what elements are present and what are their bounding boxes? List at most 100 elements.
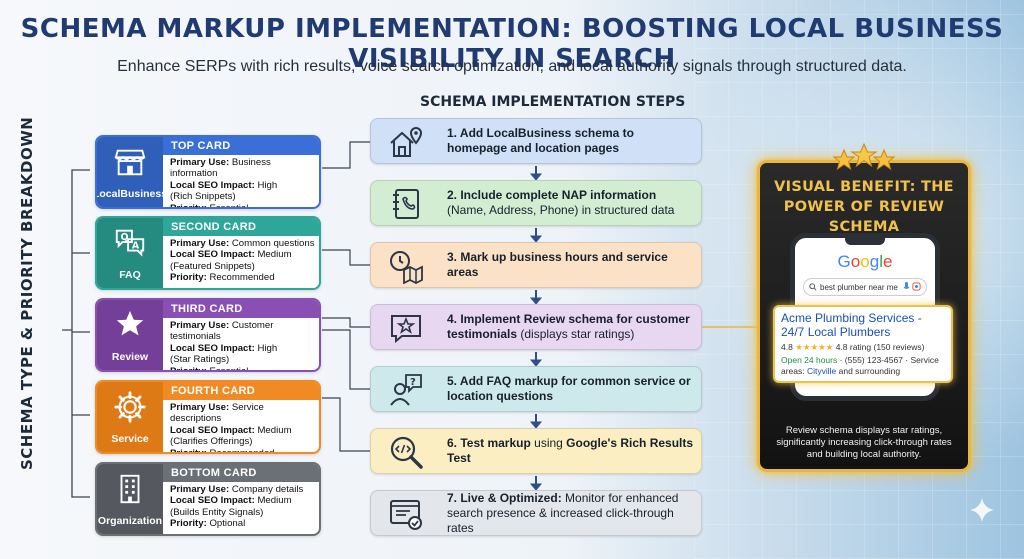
step-description: 6. Test markup using Google's Rich Resul…: [447, 429, 695, 473]
priority-value: Recommended: [209, 272, 275, 284]
primary-use-value: Common questions: [231, 238, 315, 249]
rating-value: 4.8: [781, 342, 793, 352]
impact-value: Medium: [257, 424, 292, 436]
page-title: SCHEMA MARKUP IMPLEMENTATION: BOOSTING L…: [20, 14, 1004, 74]
step-bold-text: 7. Live & Optimized:: [447, 490, 562, 505]
card-header: THIRD CARD: [163, 300, 319, 318]
person-question-icon: ?: [376, 371, 436, 409]
implementation-step-3: 3. Mark up business hours and service ar…: [370, 242, 702, 288]
step-text: Monitor for enhanced search presence & i…: [447, 490, 682, 535]
card-header: TOP CARD: [163, 137, 319, 155]
card-priority: Priority: Recommended: [170, 272, 315, 283]
step-description: 7. Live & Optimized: Monitor for enhance…: [447, 491, 695, 535]
priority-label: Priority:: [170, 447, 207, 454]
phone-notch: [845, 238, 885, 245]
search-icon: [809, 283, 817, 291]
impact-label: Local SEO Impact:: [170, 249, 255, 261]
priority-label: Priority:: [170, 202, 207, 209]
benefit-title: VISUAL BENEFIT: THE POWER OF REVIEW SCHE…: [760, 177, 968, 237]
card-primary-use: Primary Use: Company details: [170, 484, 315, 495]
search-query: best plumber near me: [820, 283, 898, 292]
step-text: (displays star ratings): [517, 327, 635, 341]
primary-use-label: Primary Use:: [170, 157, 230, 168]
google-logo: Google: [837, 252, 893, 271]
priority-label: Priority:: [170, 272, 207, 284]
svg-text:?: ?: [410, 377, 416, 388]
priority-value: Essential: [209, 365, 249, 372]
primary-use-value: Company details: [231, 484, 304, 495]
card-impact: Local SEO Impact: Medium: [170, 495, 315, 506]
vertical-section-label: SCHEMA TYPE & PRIORITY BREAKDOWN: [18, 116, 36, 470]
card-impact: Local SEO Impact: High: [170, 180, 315, 191]
primary-use-value: Service descriptions: [170, 402, 264, 425]
implementation-step-5: ?5. Add FAQ markup for common service or…: [370, 366, 702, 412]
impact-value: Medium: [257, 249, 292, 261]
impact-value: High: [257, 179, 278, 191]
step-bold-text: 1. Add LocalBusiness schema to homepage …: [447, 126, 634, 155]
storefront-icon: [113, 145, 147, 188]
card4-to-step6: [322, 397, 370, 452]
impact-value: High: [257, 342, 278, 354]
sparkle-icon: [970, 498, 994, 522]
page-subtitle: Enhance SERPs with rich results, voice s…: [117, 58, 907, 75]
brace-tick-2: [72, 252, 90, 416]
card-priority: Priority: Essential: [170, 202, 315, 209]
search-result-card: Acme Plumbing Services - 24/7 Local Plum…: [773, 305, 953, 383]
priority-value: Recommended: [209, 447, 275, 454]
card-priority: Priority: Essential: [170, 365, 315, 372]
primary-use-label: Primary Use:: [170, 320, 230, 331]
card-tile-label: LocalBusiness: [95, 187, 168, 200]
card-primary-use: Primary Use: Business information: [170, 157, 315, 180]
result-rating: 4.8 ★★★★★ 4.8 rating (150 reviews): [781, 342, 945, 353]
step-description: 4. Implement Review schema for customer …: [447, 305, 695, 349]
card-priority: Priority: Optional: [170, 518, 315, 529]
card-impact-note: (Featured Snippets): [170, 260, 255, 272]
card3-to-step4: [322, 317, 370, 328]
card-tile: LocalBusiness: [97, 137, 167, 207]
priority-label: Priority:: [170, 365, 207, 372]
card-tile-label: FAQ: [119, 268, 141, 281]
mic-icon: [903, 282, 910, 289]
card-impact: Local SEO Impact: High: [170, 343, 315, 354]
card-header: BOTTOM CARD: [163, 464, 319, 482]
impact-label: Local SEO Impact:: [170, 424, 255, 436]
benefit-title-line1: VISUAL BENEFIT: THE: [774, 179, 954, 195]
card-primary-use: Primary Use: Common questions: [170, 238, 315, 249]
result-title-line2: 24/7 Local Plumbers: [781, 325, 891, 339]
card-priority: Priority: Recommended: [170, 447, 315, 454]
search-bar: best plumber near me: [803, 278, 927, 296]
result-title[interactable]: Acme Plumbing Services - 24/7 Local Plum…: [781, 311, 945, 339]
browser-check-icon: [376, 495, 436, 533]
card2-to-step3: [322, 249, 370, 266]
card-header: SECOND CARD: [163, 218, 319, 236]
impact-value: Medium: [257, 495, 292, 507]
benefit-description: Review schema displays star ratings, sig…: [776, 425, 952, 460]
card-tile-label: Organization: [97, 514, 163, 527]
impact-label: Local SEO Impact:: [170, 179, 255, 191]
card-impact: Local SEO Impact: Medium: [170, 425, 315, 436]
steps-title: SCHEMA IMPLEMENTATION STEPS: [420, 94, 686, 110]
three-stars-icon: [832, 142, 896, 171]
implementation-step-1: 1. Add LocalBusiness schema to homepage …: [370, 118, 702, 164]
step-description: 2. Include complete NAP information (Nam…: [447, 181, 695, 225]
card3-to-step5: [322, 329, 370, 390]
card-header: FOURTH CARD: [163, 382, 319, 400]
rating-text: 4.8 rating (150 reviews): [835, 342, 925, 352]
card-primary-use: Primary Use: Customer testimonials: [170, 320, 315, 343]
primary-use-label: Primary Use:: [170, 238, 230, 249]
primary-use-label: Primary Use:: [170, 484, 230, 495]
card-tile: Organization: [97, 464, 163, 534]
card1-to-step1: [322, 141, 370, 169]
step-description: 3. Mark up business hours and service ar…: [447, 243, 695, 287]
clock-map-icon: [376, 247, 436, 285]
step-bold-text: 6. Test markup: [447, 436, 531, 450]
step-bold-text: 2. Include complete NAP information: [447, 188, 657, 202]
card-impact-note: (Builds Entity Signals): [170, 506, 264, 518]
